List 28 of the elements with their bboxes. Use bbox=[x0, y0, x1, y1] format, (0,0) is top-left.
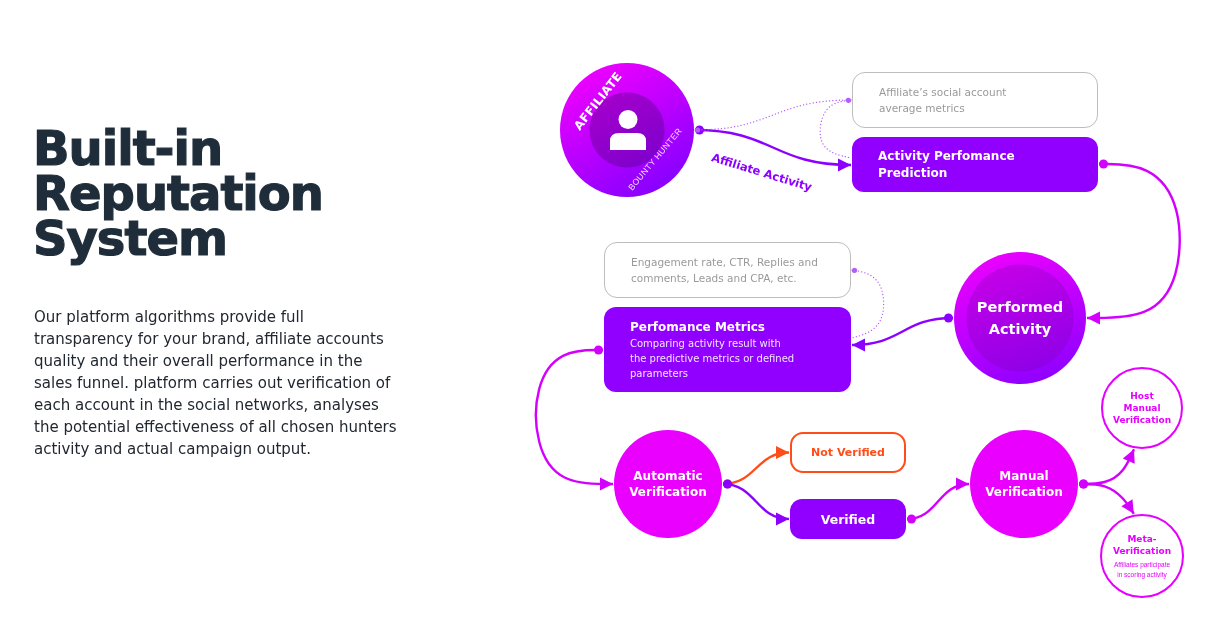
arrow bbox=[722, 479, 790, 525]
arrow bbox=[694, 125, 852, 171]
node-title: Perfomance Metrics bbox=[630, 318, 766, 336]
note-text: Affiliate’s social account average metrics bbox=[879, 85, 1008, 116]
note-box bbox=[604, 242, 851, 298]
status-label: Verified bbox=[820, 510, 876, 528]
status-box bbox=[790, 432, 906, 473]
arrow bbox=[534, 345, 613, 491]
note-box bbox=[852, 72, 1098, 128]
node-title: Activity Perfomance Prediction bbox=[878, 147, 1016, 182]
process-box bbox=[852, 137, 1098, 192]
note-text: Engagement rate, CTR, Replies and comments, Leads and CPA, etc. bbox=[631, 255, 819, 286]
status-box bbox=[790, 499, 906, 539]
node-description: Comparing activity result with the predictive metrics or defined parameters bbox=[630, 336, 796, 381]
dotted-connector bbox=[851, 267, 885, 339]
arrow bbox=[906, 478, 970, 524]
node-title: Manual Verification bbox=[984, 468, 1064, 500]
dotted-connector bbox=[819, 97, 852, 159]
status-label: Not Verified bbox=[811, 446, 885, 459]
node-title: Automatic Verification bbox=[628, 468, 708, 500]
arrow bbox=[1087, 159, 1181, 325]
arrow bbox=[851, 313, 954, 351]
arrow bbox=[1079, 479, 1135, 515]
node-title: Performed Activity bbox=[975, 298, 1065, 339]
description-text: Our platform algorithms provide full transparency for your brand, affiliate accounts quality and their overall performance in the sales funnel. platform carries out verification of each account in the social networks, analyses the potential effectiveness of all chosen hunters activity and actual campaign output. bbox=[34, 307, 398, 460]
process-box bbox=[604, 307, 851, 392]
node-title: Host Manual Verification bbox=[1113, 390, 1171, 426]
node-title: Meta-Verification bbox=[1111, 532, 1173, 557]
